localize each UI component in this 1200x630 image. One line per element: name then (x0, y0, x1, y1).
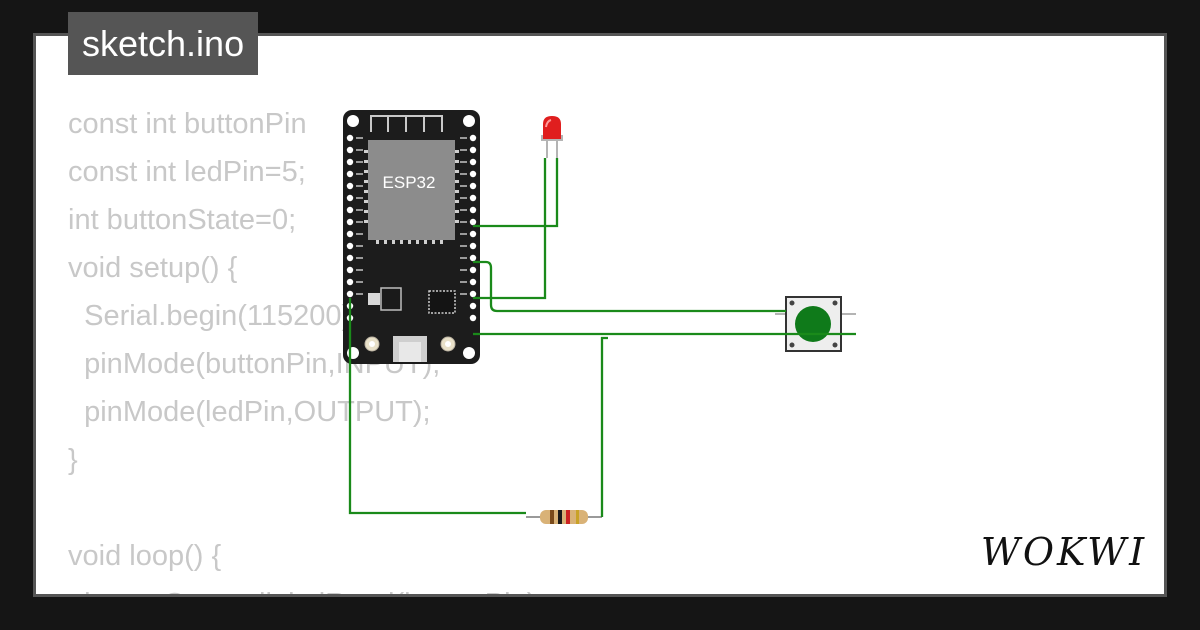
code-line: } (68, 444, 78, 476)
wire-button-signal[interactable] (473, 260, 786, 313)
code-preview: const int buttonPin const int ledPin=5; … (68, 100, 544, 628)
wire-resistor-ground[interactable] (348, 298, 526, 515)
voltage-regulator (380, 287, 402, 311)
pin-silkscreen-marks (356, 137, 467, 295)
code-line: void loop() { (68, 540, 222, 572)
code-line: const int buttonPin (68, 108, 307, 140)
red-led[interactable] (541, 116, 563, 158)
chip-label: ESP32 (383, 173, 436, 192)
wokwi-logo: WOKWI (981, 530, 1147, 574)
right-header-pins[interactable] (469, 134, 477, 322)
button-cap[interactable] (795, 306, 831, 342)
code-line: int buttonState=0; (68, 204, 297, 236)
esp32-board[interactable]: ESP32 (343, 110, 480, 364)
canvas-bottom-edge (33, 594, 1167, 630)
wire-led-anode[interactable] (473, 158, 559, 228)
usb-chip (428, 290, 456, 314)
regulator-tab (368, 293, 380, 305)
code-line: pinMode(ledPin,OUTPUT); (68, 396, 431, 428)
code-line: const int ledPin=5; (68, 156, 306, 188)
module-pads (364, 150, 459, 244)
wires[interactable] (348, 158, 856, 517)
simulation-canvas[interactable] (33, 33, 1167, 597)
code-line: void setup() { (68, 252, 238, 284)
wire-resistor-button[interactable] (600, 336, 608, 517)
file-tab[interactable]: sketch.ino (68, 12, 259, 75)
wokwi-logo-text: WOKWI (981, 530, 1147, 574)
wire-led-cathode[interactable] (473, 158, 547, 300)
push-button[interactable] (775, 296, 856, 352)
resistor[interactable] (526, 510, 602, 524)
file-tab-label: sketch.ino (82, 23, 245, 64)
code-line: Serial.begin(115200); (68, 300, 360, 332)
canvas-border-bottom (33, 594, 1167, 597)
